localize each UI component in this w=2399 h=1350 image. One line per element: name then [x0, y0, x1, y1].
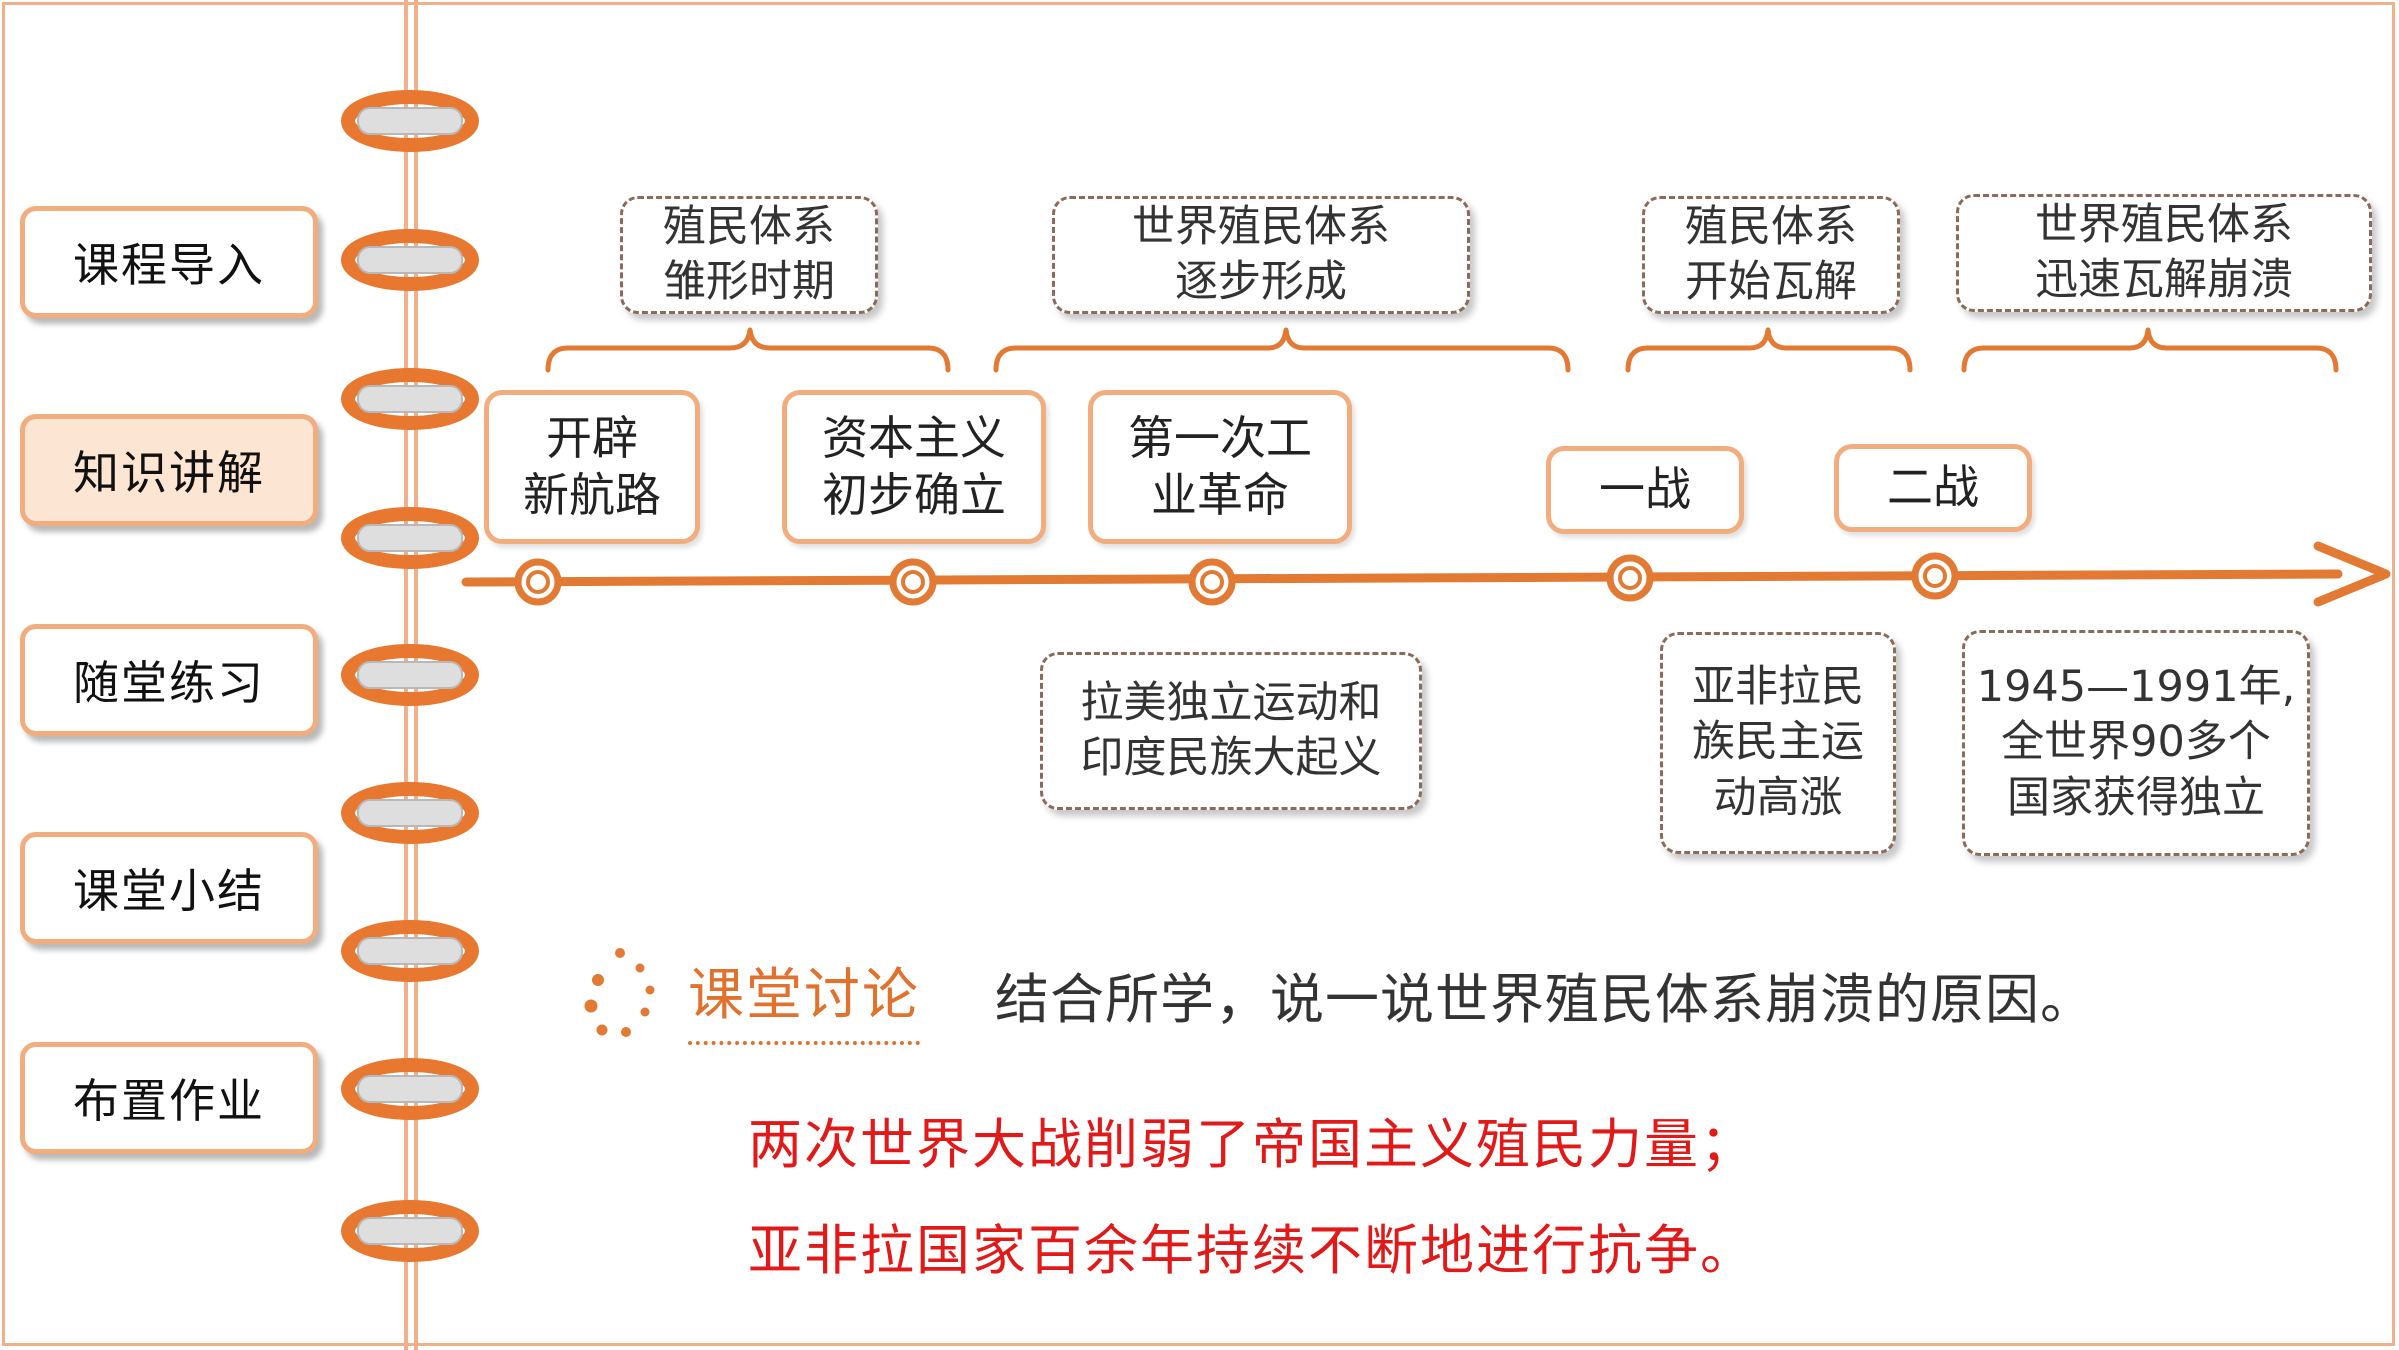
event-box-world-war-one: 一战 — [1546, 446, 1744, 534]
binder-ring-icon — [341, 90, 479, 152]
note-box-afro-asian-latin-movement: 亚非拉民族民主运动高涨 — [1660, 632, 1896, 854]
answer-line-2: 亚非拉国家百余年持续不断地进行抗争。 — [748, 1219, 1756, 1282]
binder-ring-icon — [341, 644, 479, 706]
nav-class-summary-button[interactable]: 课堂小结 — [20, 832, 318, 944]
timeline-point — [1606, 554, 1654, 602]
timeline-axis — [461, 569, 2343, 587]
binder-ring-icon — [341, 368, 479, 430]
period-brace — [1625, 327, 1913, 373]
timeline-point — [1188, 558, 1236, 606]
event-box-new-sea-route: 开辟新航路 — [484, 390, 700, 544]
discussion-dots-icon — [584, 948, 655, 1037]
event-box-capitalism-established: 资本主义初步确立 — [782, 390, 1046, 544]
timeline-arrow-icon — [2313, 541, 2391, 607]
binder-ring-icon — [341, 782, 479, 844]
period-box-colonial-embryo: 殖民体系雏形时期 — [620, 196, 878, 314]
timeline-point — [889, 558, 937, 606]
event-box-world-war-two: 二战 — [1834, 444, 2032, 532]
nav-homework-button[interactable]: 布置作业 — [20, 1042, 318, 1154]
timeline-point — [1911, 552, 1959, 600]
binder-ring-icon — [341, 920, 479, 982]
nav-knowledge-explanation-button[interactable]: 知识讲解 — [20, 414, 318, 526]
answer-line-1: 两次世界大战削弱了帝国主义殖民力量； — [748, 1113, 1756, 1176]
period-box-colonial-formation: 世界殖民体系逐步形成 — [1052, 196, 1470, 314]
period-brace — [545, 327, 951, 373]
binder-ring-icon — [341, 1058, 479, 1120]
binder-ring-icon — [341, 1200, 479, 1262]
note-box-independence-1945-1991: 1945—1991年,全世界90多个国家获得独立 — [1962, 630, 2310, 856]
discussion-label: 课堂讨论 — [688, 950, 920, 1045]
nav-course-intro-button[interactable]: 课程导入 — [20, 206, 318, 318]
nav-class-practice-button[interactable]: 随堂练习 — [20, 624, 318, 736]
period-box-colonial-collapse: 世界殖民体系迅速瓦解崩溃 — [1956, 194, 2372, 312]
binder-ring-icon — [341, 507, 479, 569]
period-brace — [1961, 327, 2339, 373]
discussion-question: 结合所学，说一说世界殖民体系崩溃的原因。 — [995, 968, 2095, 1031]
binder-ring-icon — [341, 229, 479, 291]
timeline-point — [514, 558, 562, 606]
note-box-latin-america-india: 拉美独立运动和印度民族大起义 — [1040, 652, 1422, 810]
event-box-first-industrial-revolution: 第一次工业革命 — [1088, 390, 1352, 544]
period-brace — [993, 327, 1571, 373]
period-box-colonial-disintegration: 殖民体系开始瓦解 — [1642, 196, 1900, 314]
